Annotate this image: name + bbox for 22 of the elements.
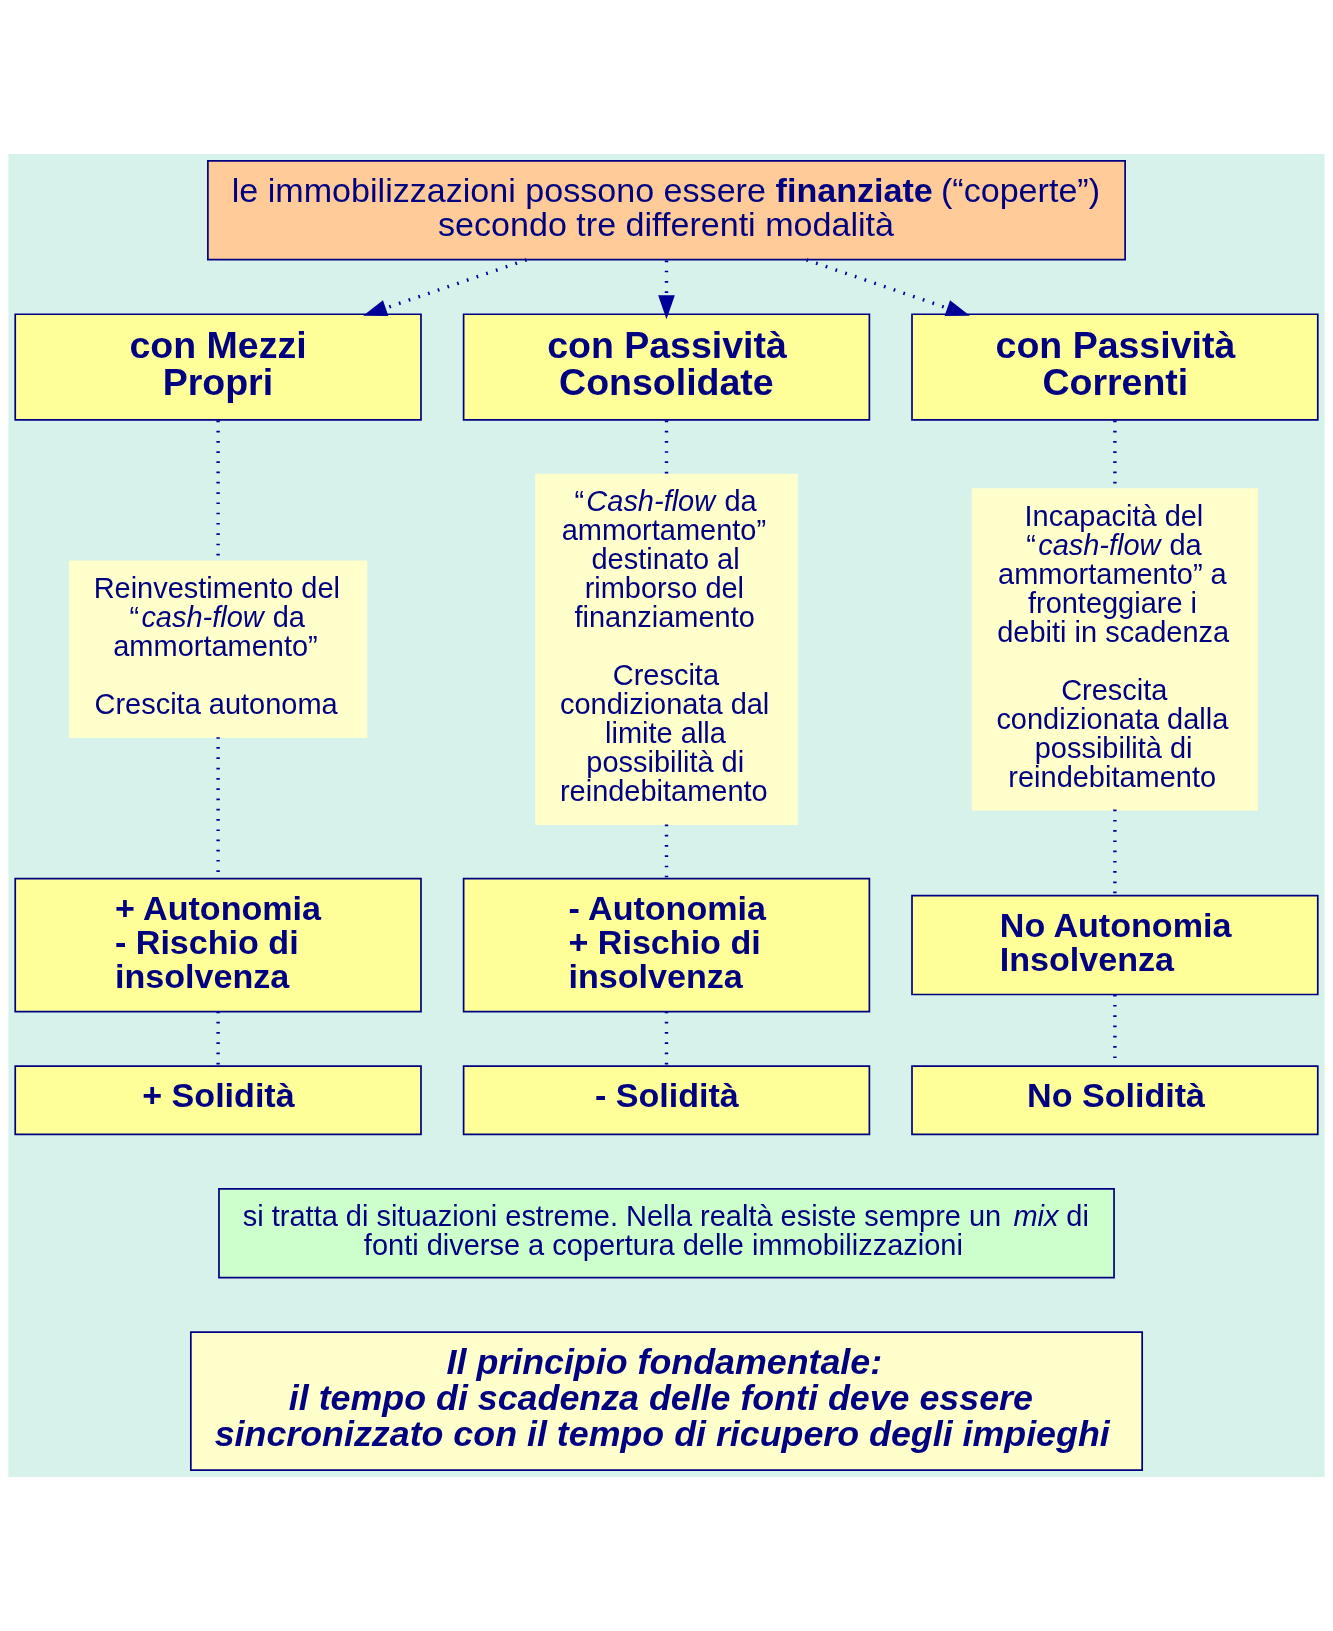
node-box: Il principio fondamentale: il tempo di scadenza delle fonti deve essere sincronizzato con il tempo di ricupero degli impieghi	[190, 1331, 1143, 1472]
connector	[216, 1011, 220, 1066]
connector	[664, 1011, 669, 1066]
node-box: No Autonomia Insolvenza	[911, 894, 1319, 996]
node-box: + Solidità	[14, 1065, 422, 1136]
node-box: con Passività Consolidate	[462, 313, 871, 421]
node-box: Reinvestimento del “cash-flow da ammortamento” Crescita autonoma	[68, 560, 368, 738]
node-box: + Autonomia - Rischio di insolvenza	[14, 877, 422, 1013]
node-box: Incapacità del “cash-flow da ammortamento” a fronteggiare i debiti in scadenza Crescita condizionata dalla possibilità di reindebitamento	[971, 488, 1259, 811]
node-box: “Cash-flow da ammortamento” destinato al rimborso del finanziamento Crescita condizionata dal limite alla possibilità di reindebitamento	[535, 473, 798, 825]
node-box: con Mezzi Propri	[14, 313, 422, 421]
arrow	[805, 258, 970, 316]
node-box: con Passività Correnti	[911, 313, 1319, 421]
arrow	[363, 258, 528, 316]
node-box: si tratta di situazioni estreme. Nella realtà esiste sempre un mix di fonti diverse a copertura delle immobilizzazioni	[218, 1188, 1115, 1279]
arrow	[658, 260, 675, 320]
node-box: No Solidità	[911, 1065, 1319, 1136]
node-box: le immobilizzazioni possono essere finanziate (“coperte”) secondo tre differenti modalità	[207, 159, 1126, 261]
connector	[664, 420, 669, 475]
node-box: - Solidità	[462, 1065, 871, 1136]
node-box: - Autonomia + Rischio di insolvenza	[462, 877, 871, 1013]
connector	[664, 824, 669, 878]
